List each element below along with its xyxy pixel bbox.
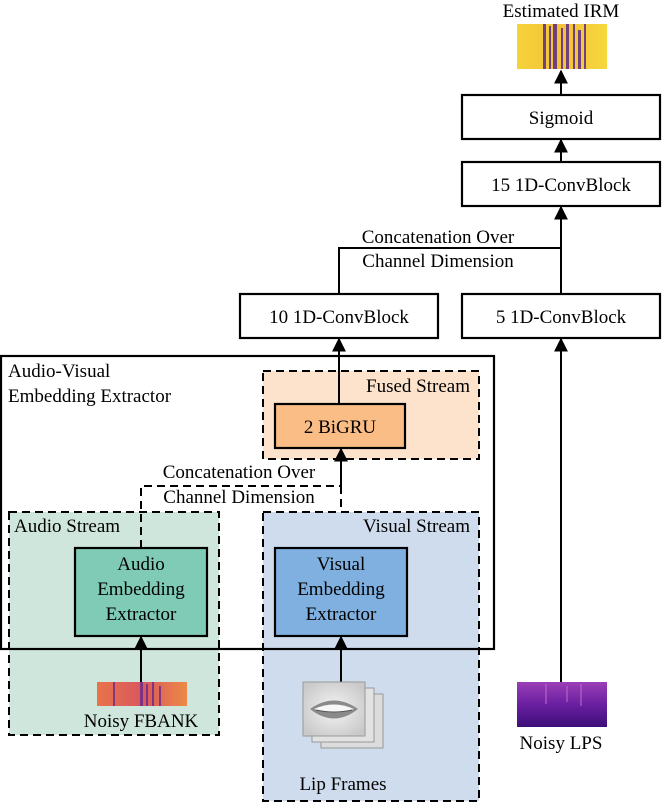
concat-top-label-2: Channel Dimension (362, 251, 514, 272)
audio-extractor-label-3: Extractor (106, 604, 177, 625)
audio-extractor-box (73, 546, 209, 638)
visual-stream-label: Visual Stream (363, 516, 470, 537)
audio-extractor-label-1: Audio (117, 554, 165, 575)
noisy-fbank-label: Noisy FBANK (84, 711, 199, 732)
concat-mid-label-2: Channel Dimension (163, 487, 315, 508)
av-extractor-region (0, 354, 496, 651)
sigmoid-label: Sigmoid (529, 108, 594, 129)
av-extractor-label-2: Embedding Extractor (8, 386, 172, 407)
conv5-box (460, 292, 662, 340)
bigru-label: 2 BiGRU (304, 417, 377, 438)
conv5-label: 5 1D-ConvBlock (496, 307, 627, 328)
lip-frames-label: Lip Frames (299, 774, 386, 795)
estimated-irm-label: Estimated IRM (503, 1, 620, 22)
irm-spectrogram-image (517, 24, 607, 69)
noisy-lps-image (517, 682, 607, 727)
av-extractor-label-1: Audio-Visual (8, 361, 110, 382)
conv10-label: 10 1D-ConvBlock (269, 307, 409, 328)
lip-frames-image (302, 681, 384, 749)
concat-top-connector (338, 247, 561, 294)
noisy-lps-label: Noisy LPS (520, 733, 603, 754)
visual-extractor-label-2: Embedding (297, 579, 385, 600)
visual-extractor-box (273, 546, 409, 638)
fused-stream-label: Fused Stream (366, 376, 470, 397)
concat-mid-label-1: Concatenation Over (163, 462, 316, 483)
audio-extractor-label-2: Embedding (97, 579, 185, 600)
conv10-box (238, 292, 440, 340)
visual-extractor-label-1: Visual (317, 554, 365, 575)
conv15-box (460, 160, 662, 208)
bigru-box (273, 402, 407, 450)
concat-top-label-1: Concatenation Over (362, 227, 515, 248)
audio-stream-label: Audio Stream (14, 516, 120, 537)
visual-extractor-label-3: Extractor (306, 604, 377, 625)
conv15-label: 15 1D-ConvBlock (491, 175, 631, 196)
noisy-fbank-image (97, 682, 187, 706)
